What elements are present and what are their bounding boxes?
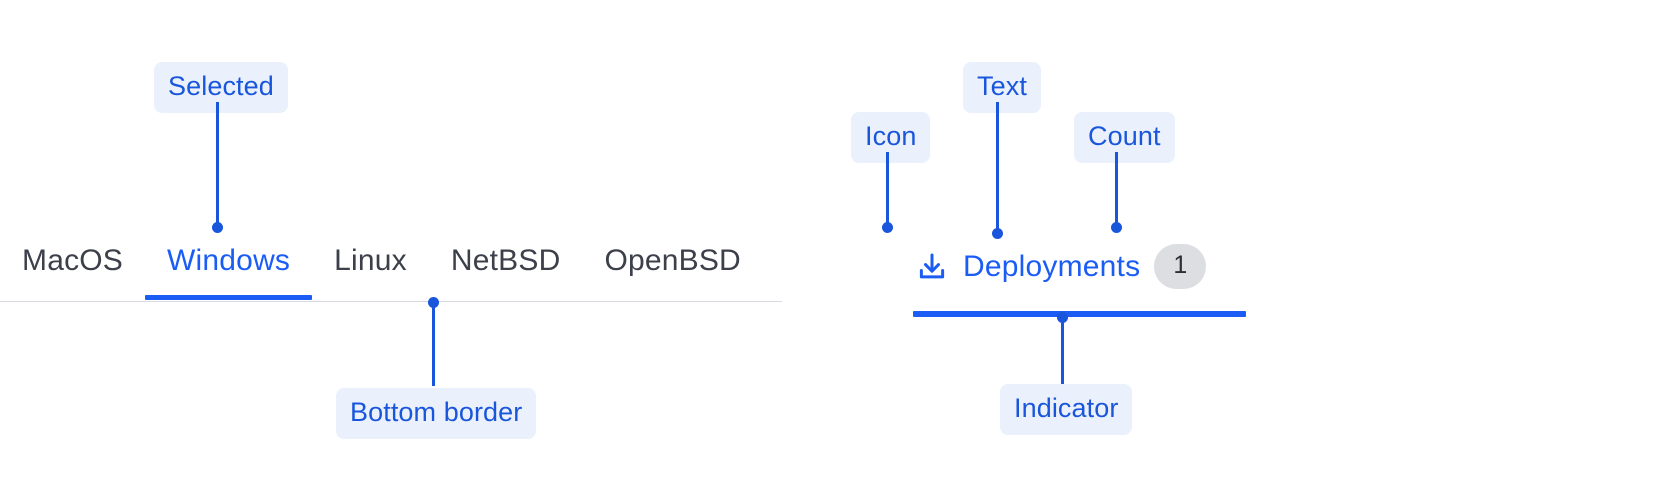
download-icon — [915, 250, 949, 284]
tab-deployments[interactable]: Deployments 1 — [915, 244, 1207, 289]
tab-windows-label: Windows — [167, 244, 291, 277]
callout-text: Text — [963, 62, 1041, 113]
callout-icon: Icon — [851, 112, 931, 163]
leader-line-count — [1115, 152, 1118, 228]
tab-deployments-count-badge: 1 — [1154, 244, 1207, 289]
leader-dot-selected — [212, 222, 223, 233]
leader-dot-count — [1111, 222, 1122, 233]
tab-netbsd[interactable]: NetBSD — [429, 246, 583, 276]
tab-openbsd-label: OpenBSD — [604, 244, 741, 277]
tab-bar-bottom-border — [0, 301, 782, 302]
leader-line-bottom-border — [432, 302, 435, 386]
leader-line-icon — [886, 152, 889, 228]
tab-macos-label: MacOS — [22, 244, 124, 277]
tab-macos[interactable]: MacOS — [0, 246, 145, 276]
callout-bottom-border: Bottom border — [336, 388, 537, 439]
tab-windows[interactable]: Windows — [145, 244, 313, 300]
leader-line-selected — [216, 102, 219, 228]
tab-list: MacOS Windows Linux NetBSD OpenBSD — [0, 244, 763, 300]
tab-linux-label: Linux — [334, 244, 407, 277]
callout-count: Count — [1074, 112, 1175, 163]
tab-netbsd-label: NetBSD — [450, 244, 561, 277]
tab-selected-underline — [145, 295, 313, 300]
leader-line-text — [996, 102, 999, 233]
tab-linux[interactable]: Linux — [312, 246, 429, 276]
leader-line-indicator — [1061, 317, 1064, 384]
callout-selected: Selected — [154, 62, 288, 113]
leader-dot-icon — [882, 222, 893, 233]
tab-deployments-label: Deployments — [963, 249, 1141, 283]
tab-selected-indicator — [913, 311, 1246, 317]
callout-indicator: Indicator — [1000, 384, 1133, 435]
tab-bar-text-only: MacOS Windows Linux NetBSD OpenBSD — [0, 246, 782, 302]
tab-openbsd[interactable]: OpenBSD — [582, 246, 762, 276]
leader-dot-text — [992, 228, 1003, 239]
